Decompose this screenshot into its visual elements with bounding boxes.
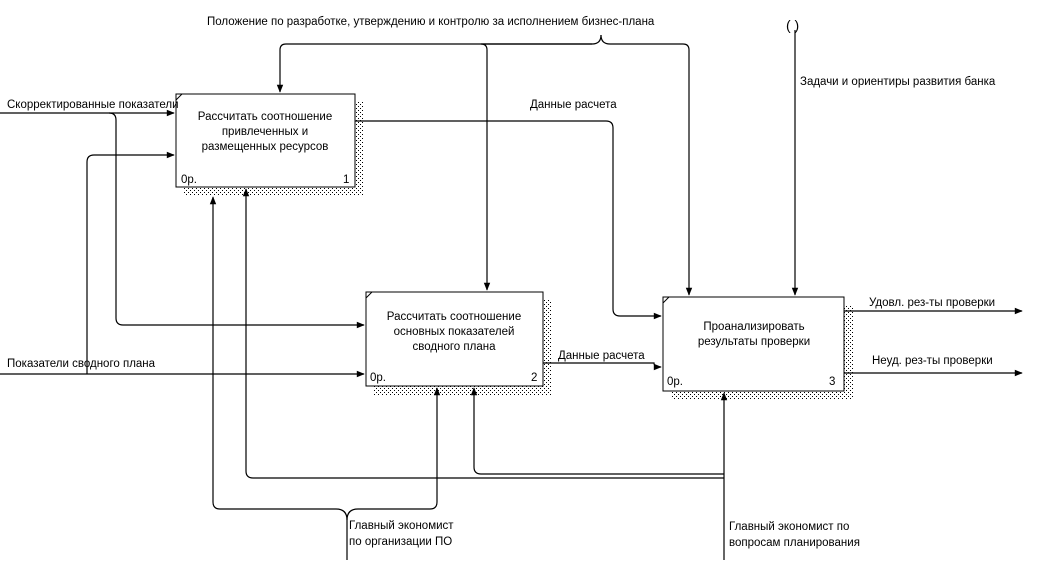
- activity-1-cost: 0р.: [181, 174, 197, 186]
- label-input-adjusted: Скорректированные показатели: [7, 99, 179, 111]
- activity-1-title-line-3: размещенных ресурсов: [202, 141, 329, 153]
- activity-box-2[interactable]: Рассчитать соотношение основных показате…: [365, 291, 552, 395]
- label-mechanism-po-line-1: Главный экономист: [349, 520, 454, 532]
- label-mechanism-plan-line-2: вопросам планирования: [729, 537, 860, 549]
- label-output-ok: Удовл. рез-ты проверки: [869, 297, 995, 309]
- arrow-data-box1-to-box3[interactable]: [355, 120, 662, 320]
- activity-3-number: 3: [829, 376, 835, 388]
- label-mechanism-plan-line-1: Главный экономист по: [729, 521, 849, 533]
- label-mechanism-po-line-2: по организации ПО: [349, 536, 452, 548]
- activity-3-title-line-2: результаты проверки: [698, 336, 810, 348]
- arrow-control-regulation-to-box1[interactable]: [276, 34, 602, 93]
- activity-2-title-line-2: основных показателей: [394, 326, 515, 338]
- label-input-summary-plan: Показатели сводного плана: [7, 358, 156, 370]
- label-output-fail: Неуд. рез-ты проверки: [872, 355, 993, 367]
- label-data-calc-1: Данные расчета: [530, 99, 617, 111]
- arrow-mechanism-po-to-box2[interactable]: [346, 387, 441, 521]
- arrow-mechanism-po-to-box1[interactable]: [209, 196, 348, 521]
- activity-2-title-line-3: сводного плана: [413, 341, 497, 353]
- activity-box-1[interactable]: Рассчитать соотношение привлеченных и ра…: [175, 93, 364, 195]
- activity-3-cost: 0р.: [667, 376, 683, 388]
- label-control-goals: Задачи и ориентиры развития банка: [800, 76, 996, 88]
- activity-box-3[interactable]: Проанализировать результаты проверки 0р.…: [662, 296, 853, 400]
- activity-3-title-line-1: Проанализировать: [703, 321, 804, 333]
- arrow-input-summary-to-box1[interactable]: [86, 151, 175, 374]
- activity-1-number: 1: [343, 174, 349, 186]
- arrow-data-box2-to-box3[interactable]: [543, 362, 662, 371]
- activity-1-title-line-1: Рассчитать соотношение: [198, 111, 332, 123]
- arrow-mechanism-plan-to-box1[interactable]: [242, 188, 724, 479]
- arrow-mechanism-plan-to-box2[interactable]: [470, 387, 724, 475]
- label-control-tunnel-marker: ( ): [786, 17, 799, 33]
- label-data-calc-2: Данные расчета: [558, 350, 645, 362]
- label-control-regulation: Положение по разработке, утверждению и к…: [207, 16, 655, 28]
- arrow-input-adjusted-to-box2[interactable]: [108, 112, 365, 329]
- activity-2-cost: 0р.: [370, 372, 386, 384]
- activity-1-title-line-2: привлеченных и: [222, 126, 308, 138]
- activity-2-number: 2: [531, 372, 537, 384]
- activity-2-title-line-1: Рассчитать соотношение: [387, 311, 521, 323]
- arrow-control-regulation-to-box3[interactable]: [600, 34, 693, 296]
- arrow-control-regulation-to-box2[interactable]: [480, 43, 592, 291]
